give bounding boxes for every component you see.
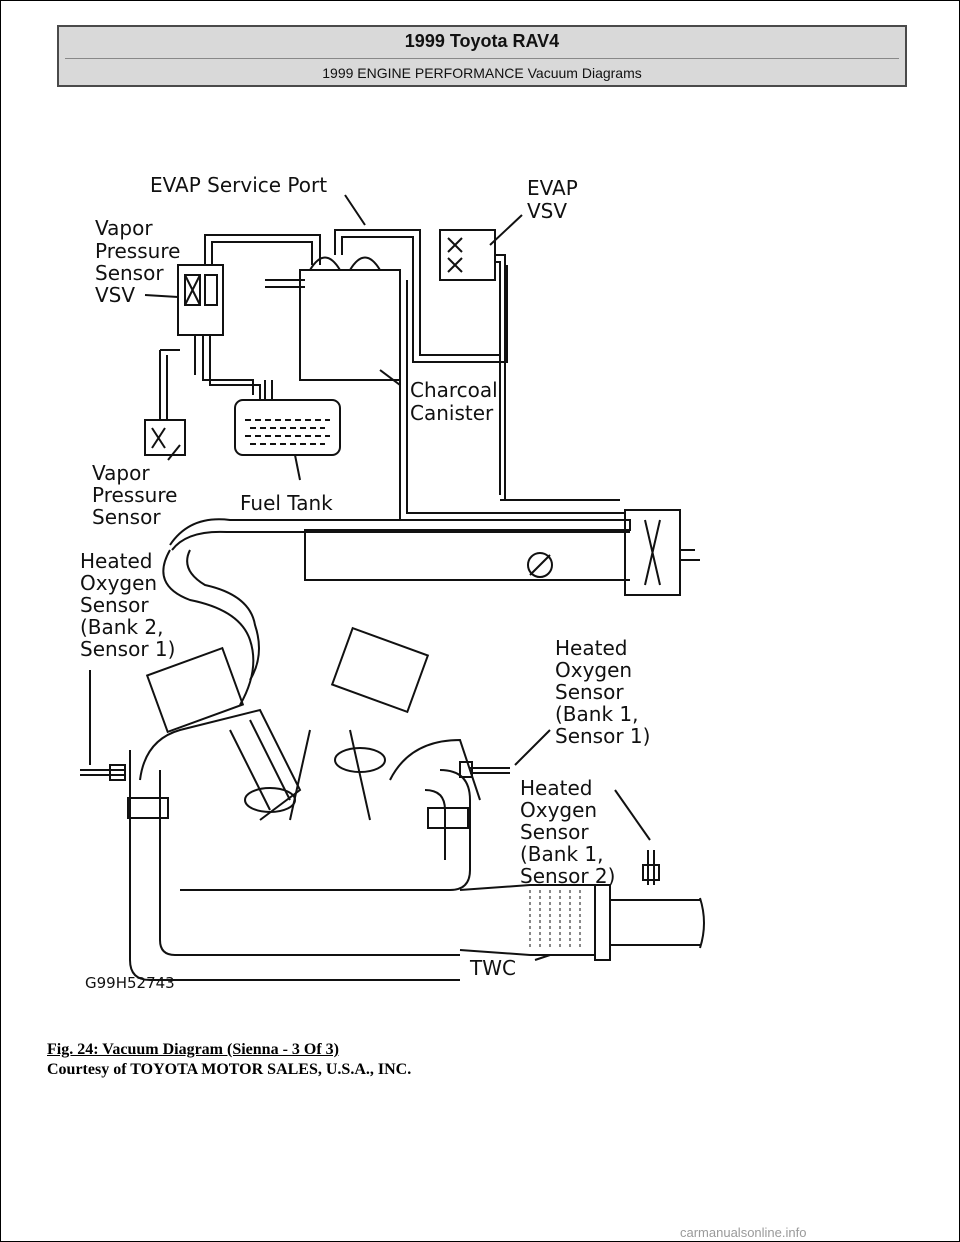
hose-vsv-top xyxy=(204,234,321,265)
label-charcoal-2: Canister xyxy=(410,401,494,425)
caption-title[interactable]: Fig. 24: Vacuum Diagram (Sienna - 3 Of 3… xyxy=(47,1041,339,1058)
label-twc: TWC xyxy=(469,956,516,980)
label-ho2-b1s2-5: Sensor 2) xyxy=(520,864,615,888)
twc-body xyxy=(459,884,596,956)
label-ho2-b1s1-3: Sensor xyxy=(555,680,624,704)
vacuum-diagram: EVAP Service Port EVAP VSV Vapor Pressur… xyxy=(80,173,705,992)
exhaust-left xyxy=(129,750,460,981)
hose-vsv-top-inner xyxy=(211,241,313,265)
label-evap-vsv-1: EVAP xyxy=(527,176,578,200)
label-ho2-b2s1-4: (Bank 2, xyxy=(80,615,163,639)
label-vp-vsv-3: Sensor xyxy=(95,261,164,285)
charcoal-canister xyxy=(299,269,401,381)
watermark: carmanualsonline.info xyxy=(680,1225,807,1240)
label-fuel-tank: Fuel Tank xyxy=(240,491,333,515)
label-ho2-b1s2-1: Heated xyxy=(520,776,592,800)
label-ho2-b2s1-1: Heated xyxy=(80,549,152,573)
figure-code: G99H52743 xyxy=(85,974,175,992)
label-ho2-b2s1-3: Sensor xyxy=(80,593,149,617)
header-divider xyxy=(65,58,899,59)
hose-service-port xyxy=(334,229,501,356)
label-ho2-b2s1-2: Oxygen xyxy=(80,571,157,595)
fuel-tank xyxy=(234,399,341,456)
label-evap-vsv-2: VSV xyxy=(527,199,567,223)
intake-manifold xyxy=(169,518,631,581)
throttle-body xyxy=(624,509,681,596)
document-subtitle: 1999 ENGINE PERFORMANCE Vacuum Diagrams xyxy=(322,65,642,81)
cylinder-head-right xyxy=(330,626,430,714)
label-vp-vsv-2: Pressure xyxy=(95,239,180,263)
label-charcoal-1: Charcoal xyxy=(410,378,498,402)
label-evap-service-port: EVAP Service Port xyxy=(150,173,327,197)
document-header: 1999 Toyota RAV4 1999 ENGINE PERFORMANCE… xyxy=(57,25,907,87)
label-vp-vsv-1: Vapor xyxy=(95,216,153,240)
label-ho2-b2s1-5: Sensor 1) xyxy=(80,637,175,661)
label-vp-sensor-3: Sensor xyxy=(92,505,161,529)
cylinder-head-left xyxy=(145,646,245,734)
label-vp-sensor-1: Vapor xyxy=(92,461,150,485)
o2-sensor-b1s1 xyxy=(470,767,510,774)
exhaust-right xyxy=(180,769,471,891)
label-ho2-b1s2-3: Sensor xyxy=(520,820,589,844)
label-vp-sensor-2: Pressure xyxy=(92,483,177,507)
o2-sensor-b2s1 xyxy=(80,769,125,776)
vp-sensor-vsv-body xyxy=(177,264,224,336)
evap-vsv-body xyxy=(439,229,496,281)
exhaust-clamp-left xyxy=(127,797,169,819)
label-ho2-b1s1-1: Heated xyxy=(555,636,627,660)
document-title: 1999 Toyota RAV4 xyxy=(404,31,560,51)
label-ho2-b1s1-5: Sensor 1) xyxy=(555,724,650,748)
label-ho2-b1s2-2: Oxygen xyxy=(520,798,597,822)
engine-block-right xyxy=(389,738,481,801)
hose-service-port-inner xyxy=(341,236,508,363)
label-ho2-b1s2-4: (Bank 1, xyxy=(520,842,603,866)
intake-runner xyxy=(162,549,255,706)
label-ho2-b1s1-2: Oxygen xyxy=(555,658,632,682)
figure-caption: Fig. 24: Vacuum Diagram (Sienna - 3 Of 3… xyxy=(47,1040,411,1080)
exhaust-clamp-right xyxy=(427,807,469,829)
label-vp-vsv-4: VSV xyxy=(95,283,135,307)
engine-block-left xyxy=(139,708,302,821)
caption-credit: Courtesy of TOYOTA MOTOR SALES, U.S.A., … xyxy=(47,1061,412,1078)
label-ho2-b1s1-4: (Bank 1, xyxy=(555,702,638,726)
vp-sensor-body xyxy=(144,419,186,456)
